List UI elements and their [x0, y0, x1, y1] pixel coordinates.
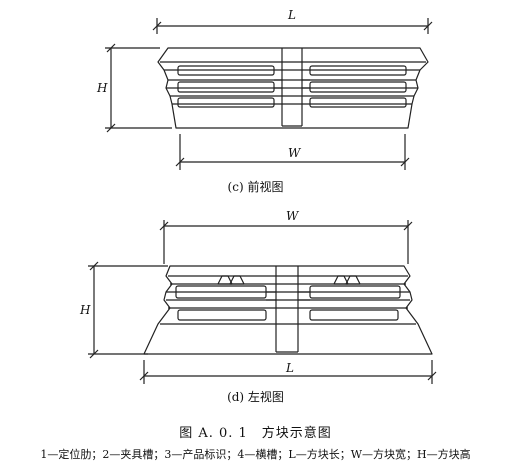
- left-view: W H L: [79, 209, 437, 384]
- left-clamp-slot-4: [345, 275, 361, 285]
- front-block-outline: [157, 47, 429, 129]
- front-dim-H-label: H: [96, 81, 108, 95]
- front-view-caption: (c) 前视图: [227, 180, 284, 194]
- figure-legend: 1—定位肋；2—夹具槽；3—产品标识；4—横槽；L—方块长；W—方块宽；H—方块…: [40, 448, 471, 461]
- front-dim-W: [175, 134, 410, 170]
- front-cross-groove: [274, 79, 310, 89]
- front-dim-W-label: W: [288, 146, 302, 160]
- left-cross-groove: [266, 291, 310, 301]
- left-dim-H-label: H: [79, 303, 91, 317]
- left-dim-H: [88, 261, 168, 359]
- front-dim-H: [105, 43, 172, 133]
- left-clamp-slot-1: [217, 275, 233, 285]
- front-view: L H W: [96, 8, 433, 170]
- left-vertical-groove: [275, 266, 299, 353]
- front-vertical-groove: [281, 48, 303, 127]
- left-view-caption: (d) 左视图: [227, 390, 284, 404]
- left-clamp-slot-2: [229, 275, 245, 285]
- left-dim-W-label: W: [286, 209, 300, 223]
- left-clamp-slot-3: [333, 275, 349, 285]
- left-dim-L: [139, 360, 437, 384]
- figure-title: 图 A. 0. 1 方块示意图: [179, 426, 332, 441]
- front-dim-L: [152, 18, 433, 34]
- left-dim-W: [159, 220, 413, 264]
- left-dim-L-label: L: [285, 361, 294, 375]
- front-dim-L-label: L: [287, 8, 296, 22]
